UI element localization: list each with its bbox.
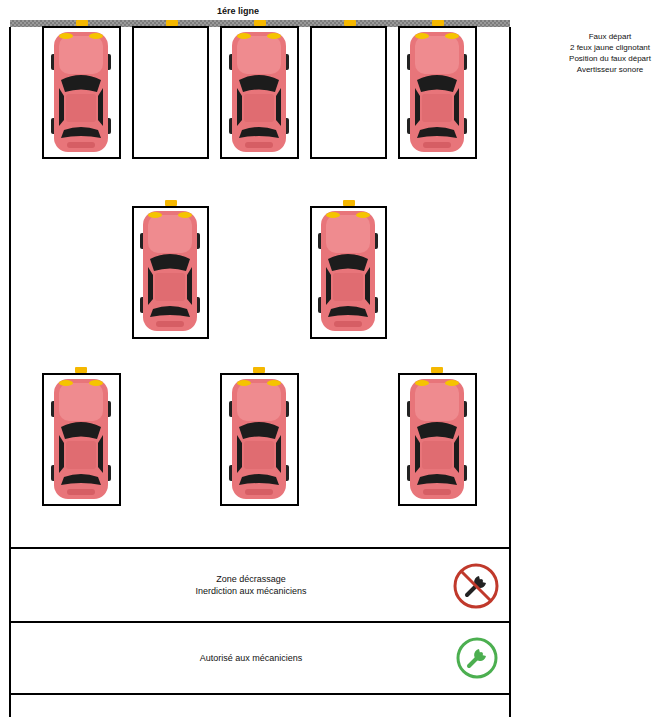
zone-band: Zone décrassageInerdiction aux mécanicie… — [51, 549, 451, 621]
zone-text: Inerdiction aux mécaniciens — [195, 585, 306, 597]
zone-text: Zone décrassage — [216, 573, 286, 585]
note-text: Position du faux départ — [569, 54, 651, 63]
zone-band: Autorisé aux mécaniciens — [51, 623, 451, 693]
note-text: 2 feux jaune clignotant — [570, 43, 650, 52]
note-text: Faux départ — [589, 32, 632, 41]
title: 1ére ligne — [217, 6, 259, 16]
zone-text: Autorisé aux mécaniciens — [200, 652, 303, 664]
note-text: Avertisseur sonore — [577, 65, 644, 74]
